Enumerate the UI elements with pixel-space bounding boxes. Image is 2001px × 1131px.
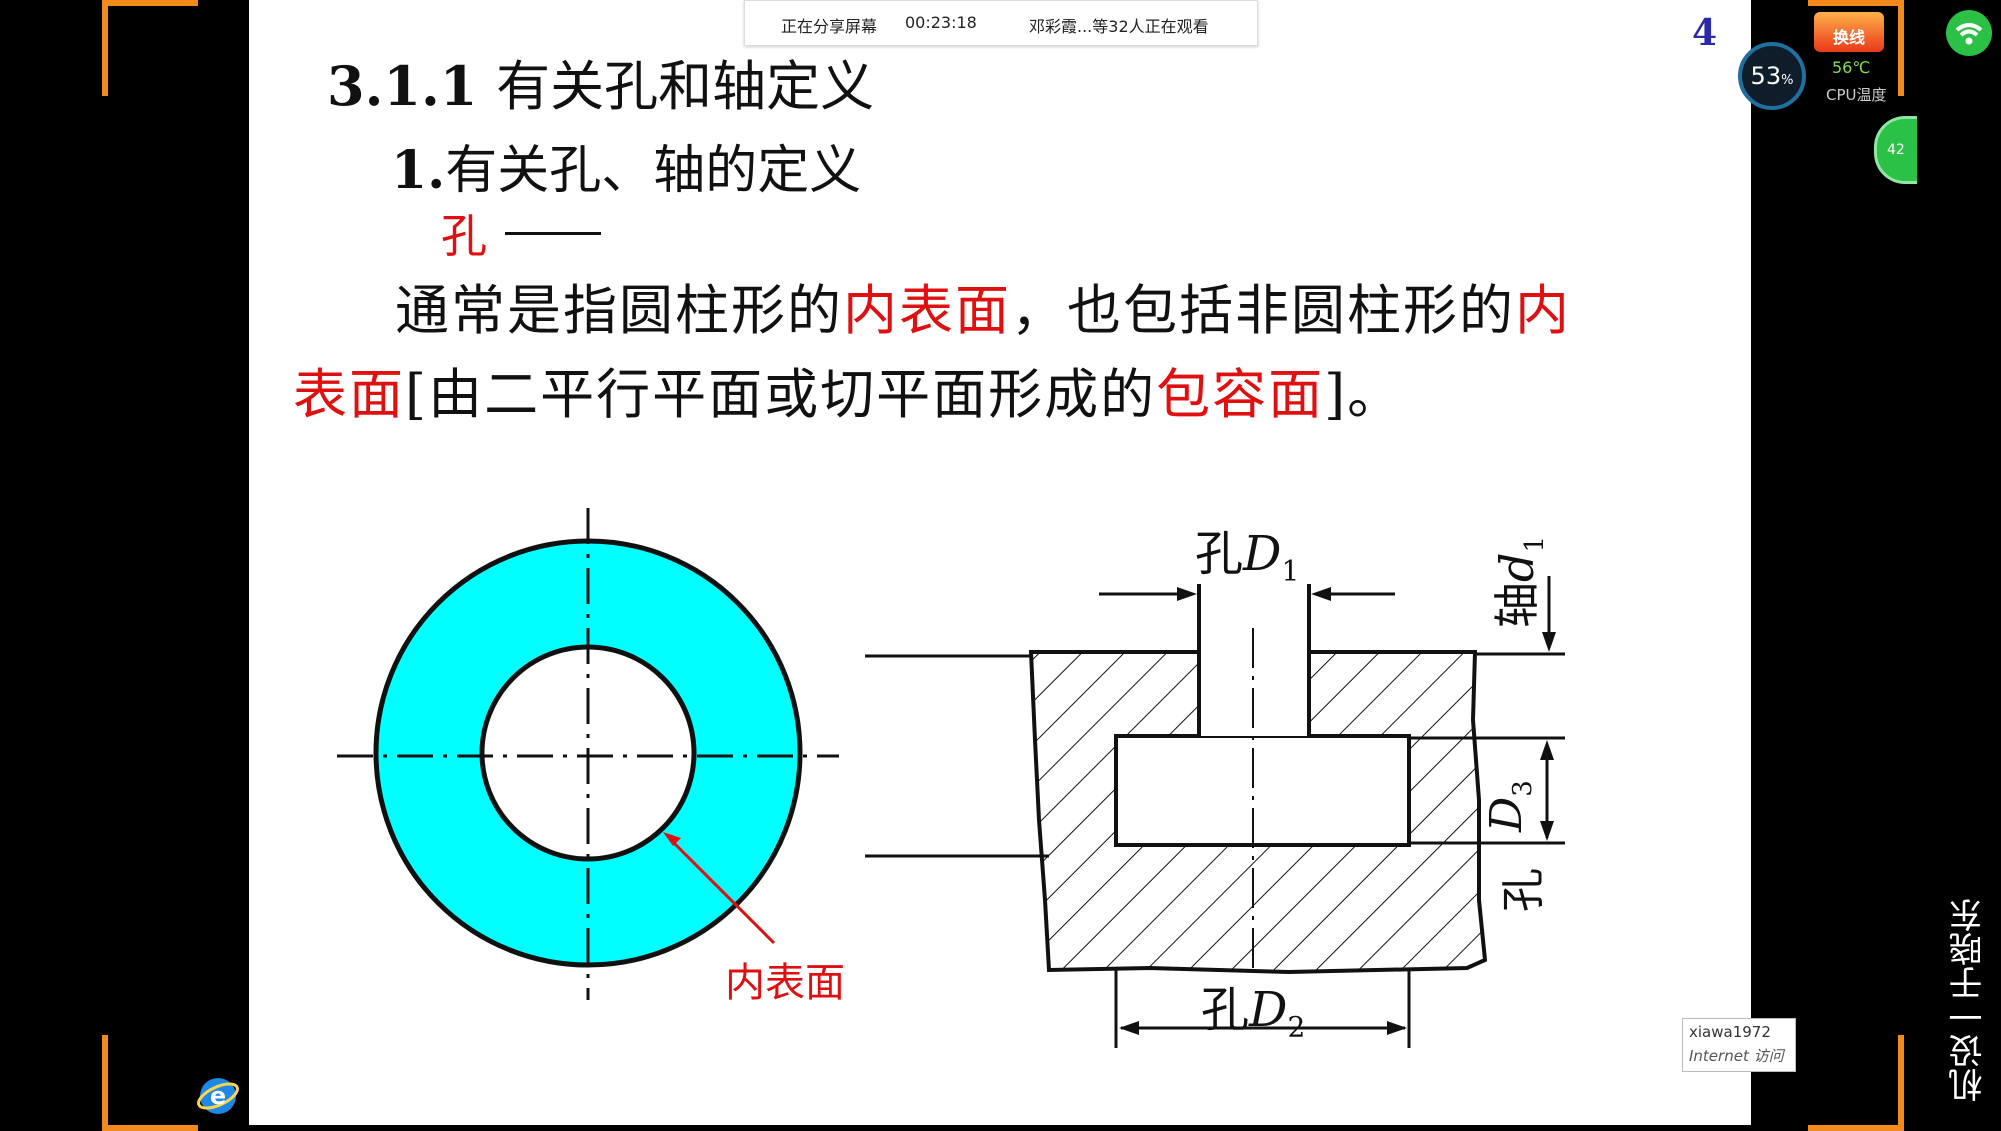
heading-number: 3.1.1 (327, 54, 478, 118)
slide: 4 3.1.1 有关孔和轴定义 1.有关孔、轴的定义 孔 通常是指圆柱形的内表面… (249, 0, 1751, 1125)
frame-corner-bottom-right (1808, 1035, 1904, 1131)
label-symbol: D (1481, 796, 1532, 832)
cpu-usage-gauge[interactable]: 53% (1738, 42, 1806, 110)
slide-heading: 3.1.1 有关孔和轴定义 (327, 42, 874, 121)
highlight-surface: 表面 (293, 363, 405, 426)
label-hole-D2: 孔D2 (1201, 970, 1305, 1044)
floating-badge[interactable]: 42 (1874, 116, 1917, 184)
label-subscript: 1 (1520, 536, 1551, 553)
svg-text:e: e (210, 1082, 226, 1110)
frame-corner-bottom-left (102, 1035, 198, 1131)
definition-line-2: 表面[由二平行平面或切平面形成的包容面]。 (293, 350, 1403, 429)
watermark-user: xiawa1972 (1689, 1023, 1771, 1041)
cpu-temp-label: CPU温度 (1826, 86, 1887, 104)
page-number: 4 (1691, 12, 1717, 54)
label-shaft-d1: 轴d1 (1481, 536, 1550, 628)
text-run: ，也包括非圆柱形的 (1011, 279, 1515, 342)
share-timer: 00:23:18 (905, 13, 977, 32)
label-symbol: d (1490, 552, 1544, 582)
frame-corner-top-left (102, 0, 198, 96)
remote-access-watermark: xiawa1972 Internet 访问 (1682, 1018, 1796, 1072)
leader-arrow (663, 832, 681, 846)
internet-explorer-icon[interactable]: e (196, 1074, 240, 1118)
shaft-block (1114, 734, 1411, 847)
text-run: 通常是指圆柱形的 (395, 279, 843, 342)
heading-text: 有关孔和轴定义 (496, 55, 875, 118)
text-run: ]。 (1324, 363, 1404, 426)
label-inner-surface: 内表面 (725, 960, 845, 1006)
label-subscript: 1 (1281, 554, 1300, 588)
label-text: 孔 (1195, 526, 1244, 582)
cpu-percent-unit: % (1781, 73, 1794, 88)
label-subscript: 2 (1287, 1010, 1306, 1044)
watermark-note: Internet 访问 (1689, 1047, 1784, 1065)
subheading-text: 有关孔、轴的定义 (445, 141, 862, 201)
label-D3: D3 (1481, 780, 1538, 832)
share-viewers[interactable]: 邓彩霞...等32人正在观看 (1029, 17, 1209, 36)
subheading-number: 1. (391, 140, 446, 201)
figure-area (337, 508, 1565, 1048)
leader-line (667, 836, 776, 945)
label-hole-side: 孔 (1498, 868, 1549, 912)
label-subscript: 3 (1507, 780, 1538, 797)
label-symbol: D (1243, 526, 1282, 582)
frame-corner-top-right (1808, 0, 1904, 96)
term-hole: 孔 (441, 209, 487, 263)
term-dash (505, 232, 601, 235)
label-text: 轴 (1490, 582, 1544, 628)
swap-line-button[interactable]: 换线 (1814, 12, 1884, 52)
screen-share-banner[interactable]: 正在分享屏幕 00:23:18 邓彩霞...等32人正在观看 (744, 0, 1258, 46)
section-figure (865, 576, 1565, 1048)
label-hole-D1: 孔D1 (1195, 514, 1299, 588)
label-symbol: D (1249, 982, 1288, 1038)
share-status: 正在分享屏幕 (781, 17, 878, 36)
slide-subheading: 1.有关孔、轴的定义 (391, 128, 861, 203)
ring-figure (337, 508, 839, 1000)
vertical-caption: 机设一于晓东 (1949, 898, 1989, 1102)
cpu-percent: 53 (1750, 62, 1782, 90)
highlight-inner: 内 (1515, 279, 1571, 342)
wifi-icon[interactable] (1946, 10, 1992, 56)
text-run: [由二平行平面或切平面形成的 (405, 363, 1157, 426)
label-text: 孔 (1201, 982, 1250, 1038)
highlight-inner-surface: 内表面 (843, 279, 1011, 342)
definition-line-1: 通常是指圆柱形的内表面，也包括非圆柱形的内 (395, 266, 1571, 345)
highlight-enveloping-surface: 包容面 (1156, 363, 1325, 426)
cpu-temperature: 56℃ (1832, 58, 1871, 77)
